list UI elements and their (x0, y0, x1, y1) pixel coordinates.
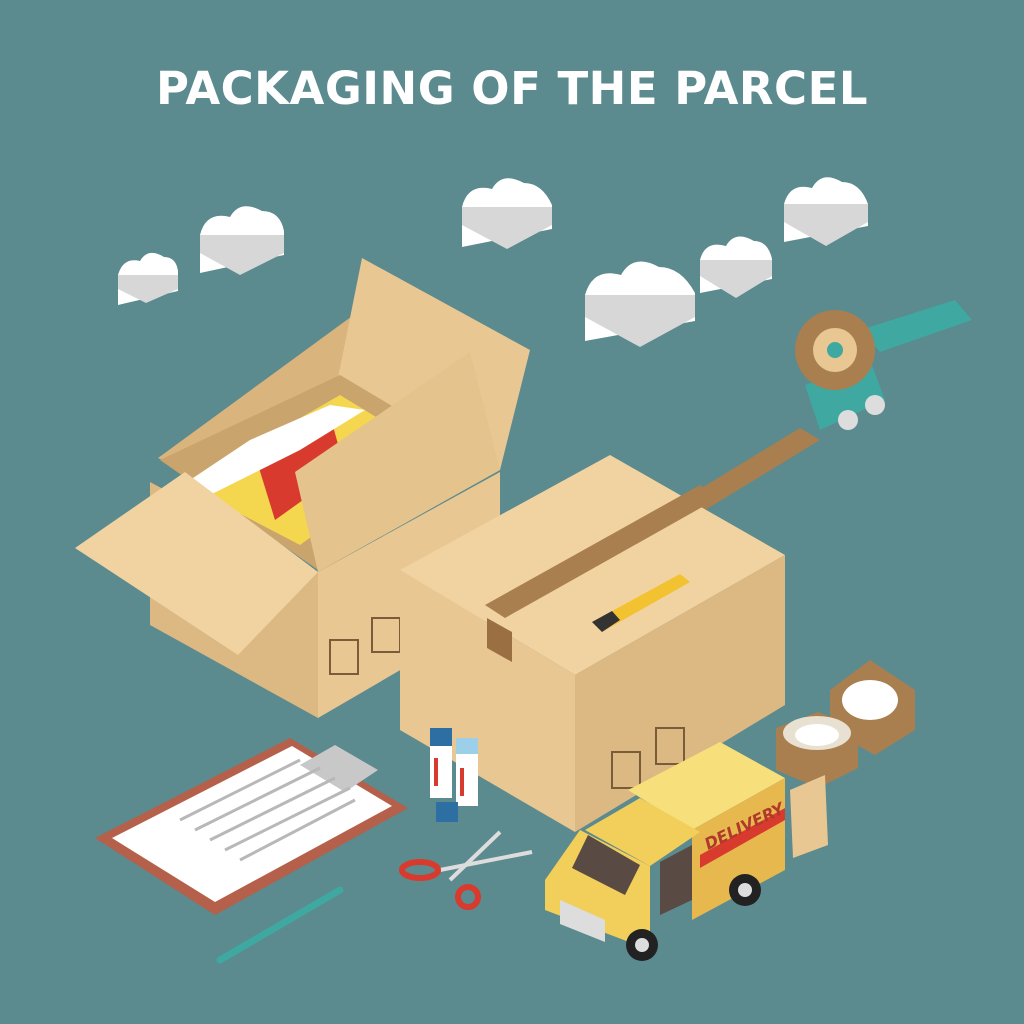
scissors-icon (399, 830, 533, 910)
cloud (118, 252, 178, 305)
closed-box (400, 455, 785, 832)
glue-stick-icon (430, 728, 478, 822)
pencil-icon (216, 886, 344, 964)
clouds (118, 177, 868, 347)
tape-dispenser-icon (795, 300, 972, 430)
utility-knife-icon (592, 574, 690, 632)
cloud (784, 177, 868, 246)
delivery-truck-icon: DELIVERY (545, 742, 828, 961)
this-side-up-icon (611, 751, 641, 789)
clipboard-icon (95, 738, 408, 915)
cloud (200, 206, 284, 275)
cloud (700, 236, 772, 298)
page-title: PACKAGING OF THE PARCEL (155, 62, 869, 115)
fragile-icon (655, 727, 685, 765)
cloud (585, 261, 695, 347)
this-side-up-icon (329, 639, 359, 675)
tape-roll-icon (776, 712, 858, 788)
cloud (462, 178, 552, 249)
